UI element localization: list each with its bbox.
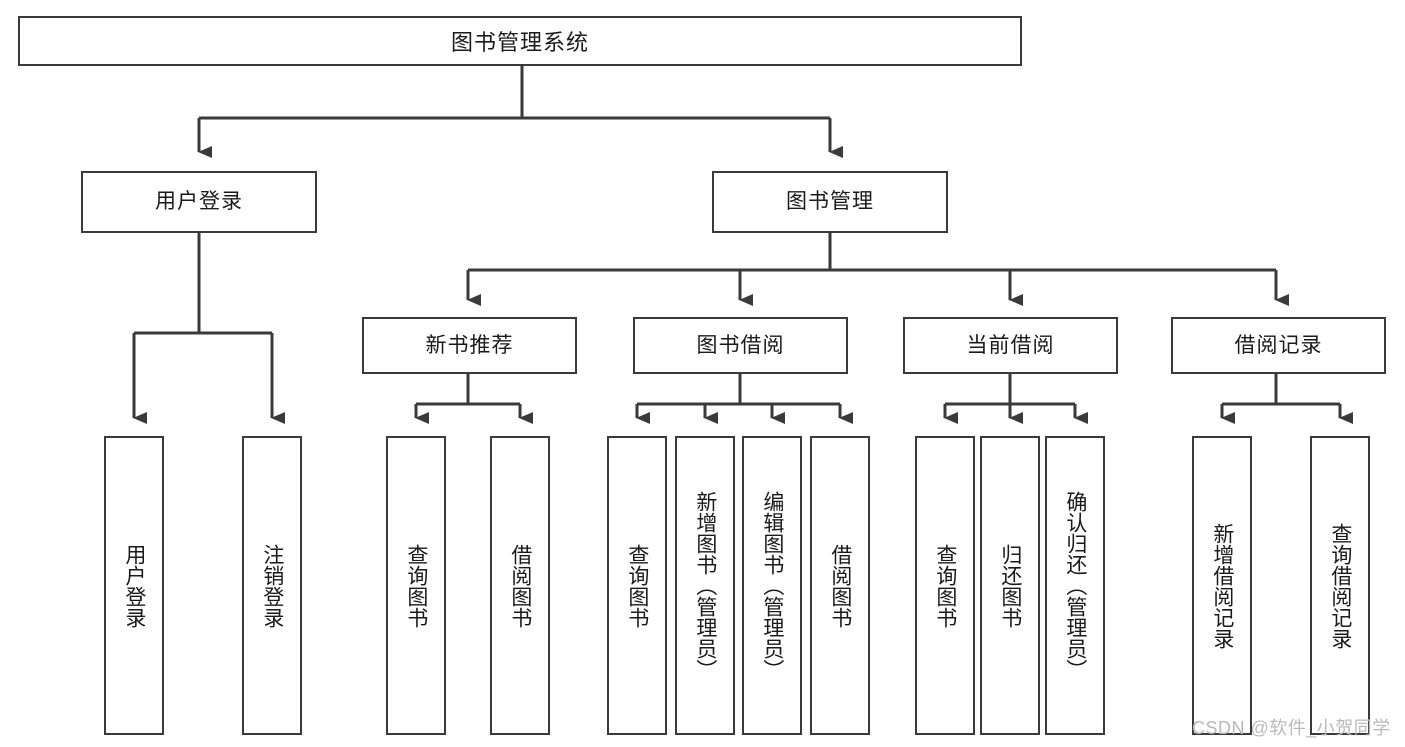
leaf-add-book-admin[interactable]: 新增图书（管理员） <box>675 436 735 735</box>
node-book-borrow[interactable]: 图书借阅 <box>633 317 848 374</box>
leaf-query-book-recommend[interactable]: 查询图书 <box>386 436 446 735</box>
node-book-management[interactable]: 图书管理 <box>712 171 948 233</box>
node-new-book-recommend[interactable]: 新书推荐 <box>362 317 577 374</box>
leaf-confirm-return-admin[interactable]: 确认归还（管理员） <box>1045 436 1105 735</box>
node-root-system[interactable]: 图书管理系统 <box>18 16 1022 66</box>
node-borrow-records[interactable]: 借阅记录 <box>1171 317 1386 374</box>
leaf-borrow-book-recommend[interactable]: 借阅图书 <box>490 436 550 735</box>
leaf-logout[interactable]: 注销登录 <box>242 436 302 735</box>
leaf-query-book-current[interactable]: 查询图书 <box>915 436 975 735</box>
node-current-borrow[interactable]: 当前借阅 <box>903 317 1118 374</box>
leaf-query-borrow-record[interactable]: 查询借阅记录 <box>1310 436 1370 735</box>
leaf-user-login[interactable]: 用户登录 <box>104 436 164 735</box>
watermark-credit: CSDN @软件_小贺同学 <box>1192 718 1391 738</box>
leaf-borrow-book[interactable]: 借阅图书 <box>810 436 870 735</box>
leaf-edit-book-admin[interactable]: 编辑图书（管理员） <box>742 436 802 735</box>
node-user-login[interactable]: 用户登录 <box>81 171 317 233</box>
leaf-return-book[interactable]: 归还图书 <box>980 436 1040 735</box>
leaf-query-book-borrow[interactable]: 查询图书 <box>607 436 667 735</box>
leaf-add-borrow-record[interactable]: 新增借阅记录 <box>1192 436 1252 735</box>
